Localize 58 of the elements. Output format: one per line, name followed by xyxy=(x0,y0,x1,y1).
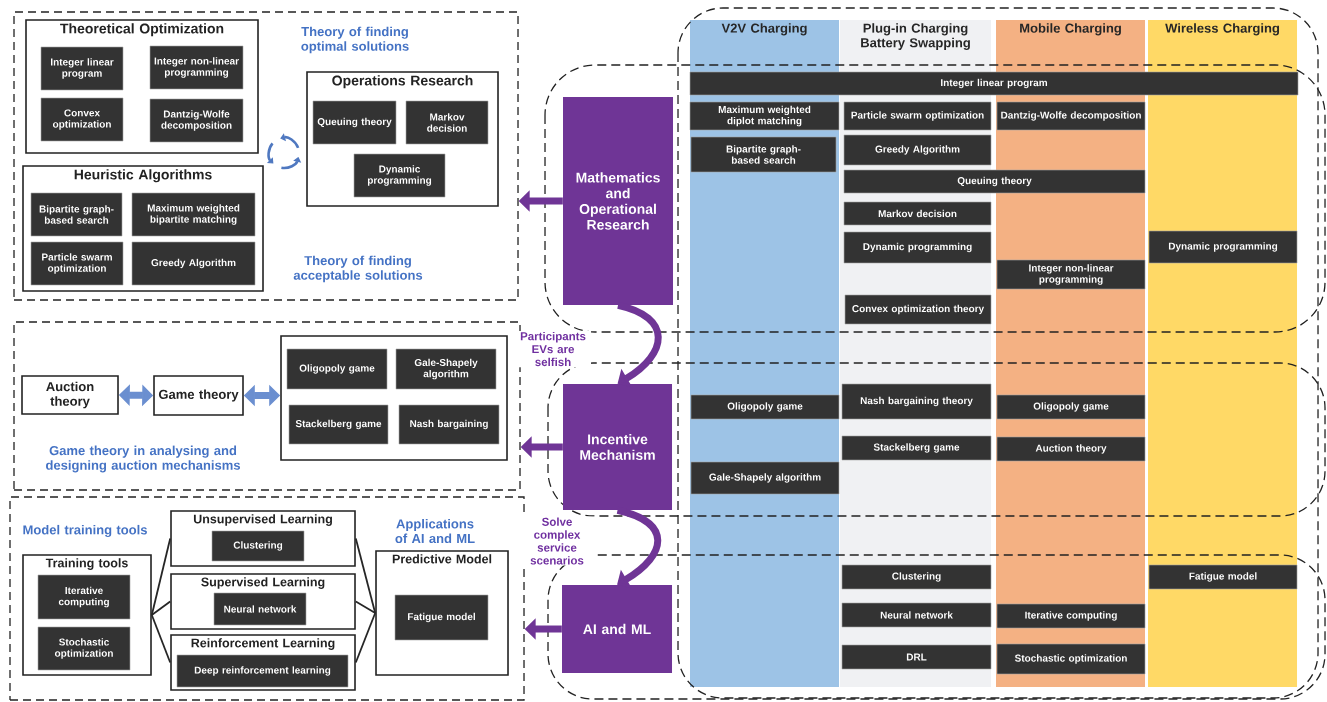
method-box: Fatigue model xyxy=(394,594,489,641)
method-box: Integer linear program xyxy=(40,46,124,91)
method-box: Maximum weighted diplot matching xyxy=(689,101,840,131)
method-box: Integer non-linear programming xyxy=(149,45,244,90)
method-box: Clustering xyxy=(841,564,992,590)
method-box: Gale-Shapely algorithm xyxy=(690,461,840,495)
connector-line xyxy=(150,537,172,616)
topic-box: Mathematics and Operational Research xyxy=(563,97,673,305)
method-box: Clustering xyxy=(211,530,305,562)
method-box: Neural network xyxy=(841,602,992,628)
method-box: Queuing theory xyxy=(843,169,1146,194)
method-box: Integer linear program xyxy=(689,71,1299,96)
concept-box: Auction theory xyxy=(21,375,119,415)
method-box: Gale-Shapely algorithm xyxy=(395,348,497,390)
method-box: Nash bargaining xyxy=(398,404,500,445)
topic-box: AI and ML xyxy=(562,585,672,673)
method-box: Convex optimization xyxy=(40,97,124,142)
method-box: Neural network xyxy=(213,592,307,626)
method-box: Iterative computing xyxy=(996,603,1146,629)
method-box: Markov decision xyxy=(843,201,992,226)
method-box: Bipartite graph-based search xyxy=(690,136,837,173)
method-box: Oligopoly game xyxy=(690,394,840,420)
method-box: Dynamic programming xyxy=(353,153,446,198)
topic-box: Incentive Mechanism xyxy=(563,384,672,510)
method-box: Stackelberg game xyxy=(288,404,389,445)
method-box: Bipartite graph-based search xyxy=(30,192,123,237)
method-box: Dynamic programming xyxy=(1148,230,1298,264)
method-box: Oligopoly game xyxy=(996,394,1146,420)
method-box: Dynamic programming xyxy=(843,231,992,264)
connector-line xyxy=(354,612,377,664)
method-box: Deep reinforcement learning xyxy=(176,654,349,688)
method-box: Stochastic optimization xyxy=(996,643,1146,675)
method-box: Oligopoly game xyxy=(286,348,388,390)
connector-line xyxy=(150,600,172,616)
method-box: Stackelberg game xyxy=(841,435,992,461)
method-box: Dantzig-Wolfe decomposition xyxy=(996,101,1146,131)
method-box: Auction theory xyxy=(996,436,1146,462)
method-box: Maximum weighted bipartite matching xyxy=(131,192,256,237)
group-box xyxy=(280,335,508,461)
method-box: Integer non-linear programming xyxy=(996,259,1146,290)
method-box: Stochastic optimization xyxy=(37,626,131,671)
concept-box: Game theory xyxy=(153,375,244,416)
method-box: Greedy Algorithm xyxy=(131,241,256,286)
method-box: Particle swarm optimization xyxy=(30,241,124,286)
connector-line xyxy=(354,600,377,614)
method-box: Iterative computing xyxy=(37,574,131,620)
method-box: Convex optimization theory xyxy=(844,294,992,325)
method-box: Particle swarm optimization xyxy=(843,101,992,131)
method-box: Queuing theory xyxy=(312,100,397,145)
method-box: Greedy Algorithm xyxy=(843,134,992,166)
connector-line xyxy=(150,614,172,664)
method-box: Fatigue model xyxy=(1148,564,1298,590)
method-box: Dantzig-Wolfe decomposition xyxy=(149,98,244,143)
method-box: DRL xyxy=(841,644,992,670)
edge-label: Solve complex service scenarios xyxy=(519,516,595,566)
method-box: Nash bargaining theory xyxy=(841,383,992,420)
edge-label: Participants EVs are selfish xyxy=(515,330,591,368)
method-box: Markov decision xyxy=(405,100,489,145)
